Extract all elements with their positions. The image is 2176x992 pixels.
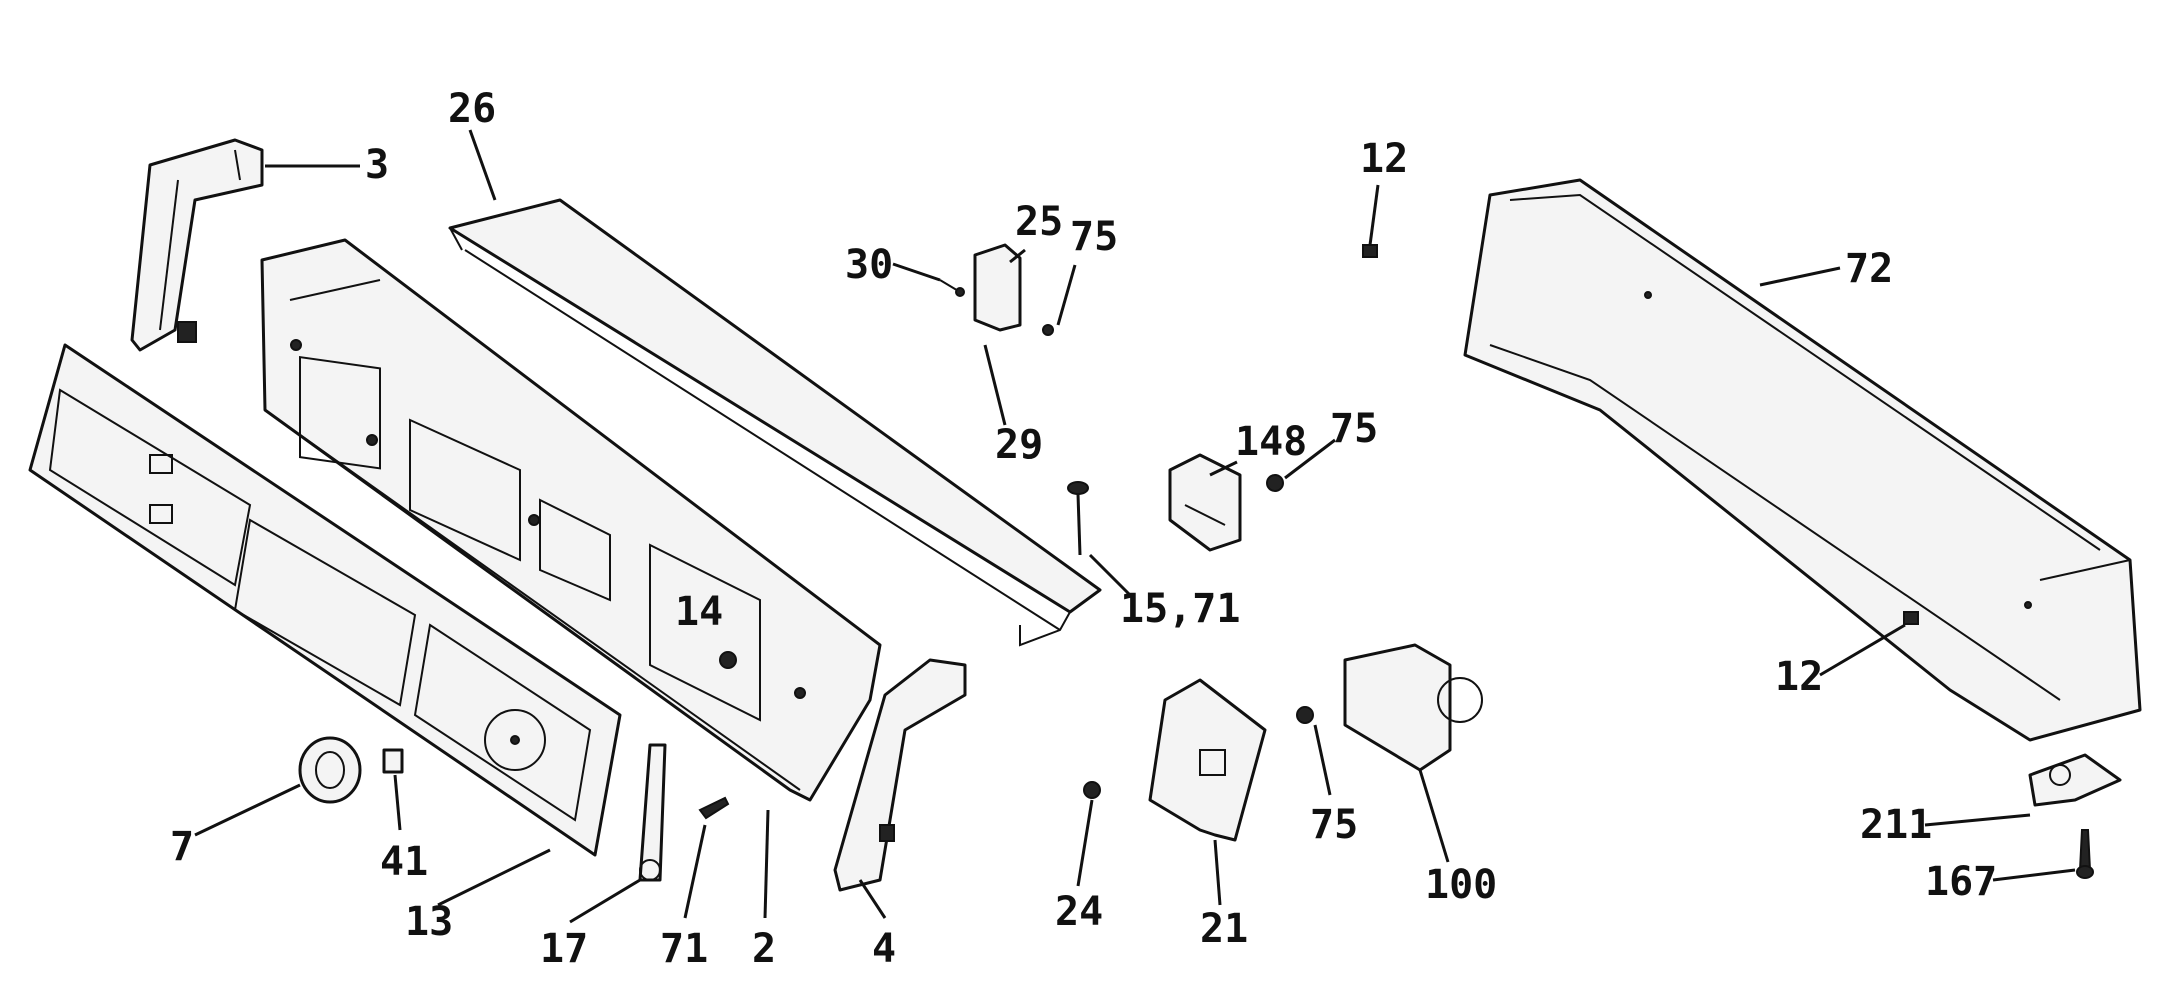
- callout-41: 41: [380, 839, 428, 885]
- socket-bracket-part: [1168, 453, 1242, 552]
- callout-75-bottom: 75: [1310, 802, 1358, 848]
- callout-30: 30: [845, 242, 893, 288]
- callout-26: 26: [448, 86, 496, 132]
- screw-15-part: [1067, 481, 1089, 556]
- screw-24-part: [1083, 781, 1101, 799]
- left-end-cap-part: [130, 138, 264, 352]
- screw-167-part: [2076, 829, 2094, 879]
- callout-75-mid: 75: [1330, 406, 1378, 452]
- switch-lever-part: [638, 743, 667, 882]
- right-end-cap-part: [833, 658, 967, 892]
- screw-71-part: [698, 796, 730, 820]
- hinge-part: [2028, 753, 2122, 807]
- timer-part: [1343, 643, 1483, 772]
- top-trim-strip-part: [448, 198, 1102, 647]
- callout-24: 24: [1055, 889, 1103, 935]
- knob-part: [298, 736, 362, 804]
- callout-25: 25: [1015, 199, 1063, 245]
- callout-71: 71: [660, 926, 708, 972]
- callout-4: 4: [872, 926, 896, 972]
- leader-lines: [194, 129, 2076, 924]
- callout-2: 2: [752, 926, 776, 972]
- callout-14: 14: [675, 589, 723, 635]
- callout-17: 17: [540, 926, 588, 972]
- callout-21: 21: [1200, 906, 1248, 952]
- callout-7: 7: [170, 824, 194, 870]
- callout-100: 100: [1425, 862, 1497, 908]
- front-panel-part: [28, 343, 622, 857]
- callout-labels: 26 3 30 25 75 29 12 72 148 75 15,71 14 1…: [170, 86, 1997, 972]
- console-backsplash-part: [260, 238, 882, 802]
- callout-13: 13: [405, 899, 453, 945]
- callout-167: 167: [1925, 859, 1997, 905]
- knob-insert-part: [382, 748, 404, 774]
- callout-15-71: 15,71: [1120, 586, 1240, 632]
- switch-assembly-part: [939, 243, 1022, 332]
- callout-29: 29: [995, 422, 1043, 468]
- callout-148: 148: [1235, 419, 1307, 465]
- callout-75-top: 75: [1070, 214, 1118, 260]
- mounting-plate-part: [1148, 678, 1267, 842]
- screw-75-parts: [1042, 324, 1314, 724]
- callout-72: 72: [1845, 246, 1893, 292]
- callout-12-bottom: 12: [1775, 654, 1823, 700]
- rear-cabinet-part: [1463, 178, 2142, 742]
- callout-12-top: 12: [1360, 136, 1408, 182]
- callout-3: 3: [365, 142, 389, 188]
- callout-211: 211: [1860, 802, 1932, 848]
